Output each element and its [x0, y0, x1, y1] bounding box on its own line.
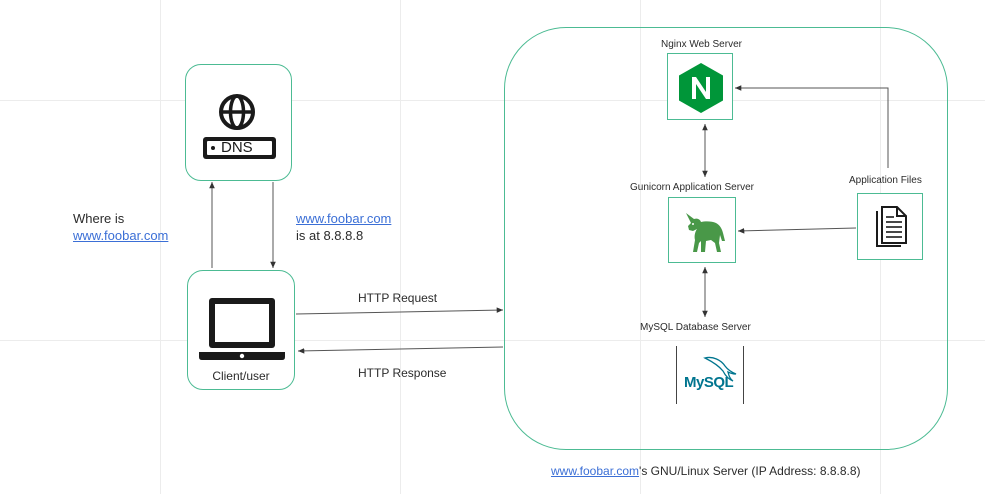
server-caption-domain-link[interactable]: www.foobar.com: [551, 464, 640, 478]
nginx-title: Nginx Web Server: [661, 39, 742, 50]
dns-server-icon: DNS: [203, 137, 276, 159]
mysql-logo: MySQL: [684, 374, 734, 391]
dns-query-text: Where is: [73, 211, 125, 226]
laptop-icon: [199, 298, 285, 360]
nginx-box[interactable]: N: [667, 53, 733, 120]
mysql-box[interactable]: MySQL: [676, 346, 744, 404]
unicorn-icon: [686, 213, 725, 252]
globe-icon: [219, 94, 255, 130]
nginx-logo: [679, 63, 723, 113]
client-label: Client/user: [212, 369, 270, 383]
dns-answer-ip-text: is at 8.8.8.8: [296, 228, 364, 243]
dns-box[interactable]: DNS: [185, 64, 292, 181]
http-response-label: HTTP Response: [358, 366, 447, 380]
gunicorn-box[interactable]: [668, 197, 736, 263]
arrow-files-to-gunicorn: [737, 227, 857, 234]
http-request-label: HTTP Request: [358, 291, 438, 305]
arrow-http-request: [295, 307, 504, 315]
server-caption-text: 's GNU/Linux Server (IP Address: 8.8.8.8…: [639, 464, 861, 478]
document-icon: [876, 206, 907, 247]
gunicorn-title: Gunicorn Application Server: [630, 182, 754, 193]
client-box[interactable]: Client/user: [187, 270, 295, 390]
server-container: [504, 27, 948, 450]
arrow-http-response: [297, 346, 504, 354]
files-title: Application Files: [849, 175, 922, 186]
dns-query-domain-link[interactable]: www.foobar.com: [73, 228, 169, 243]
files-box[interactable]: [857, 193, 923, 260]
mysql-dolphin-icon: [703, 356, 737, 382]
mysql-title: MySQL Database Server: [640, 322, 751, 333]
dns-label: DNS: [221, 139, 253, 156]
server-caption: www.foobar.com's GNU/Linux Server (IP Ad…: [551, 464, 861, 478]
dns-answer-domain-link[interactable]: www.foobar.com: [296, 211, 392, 226]
